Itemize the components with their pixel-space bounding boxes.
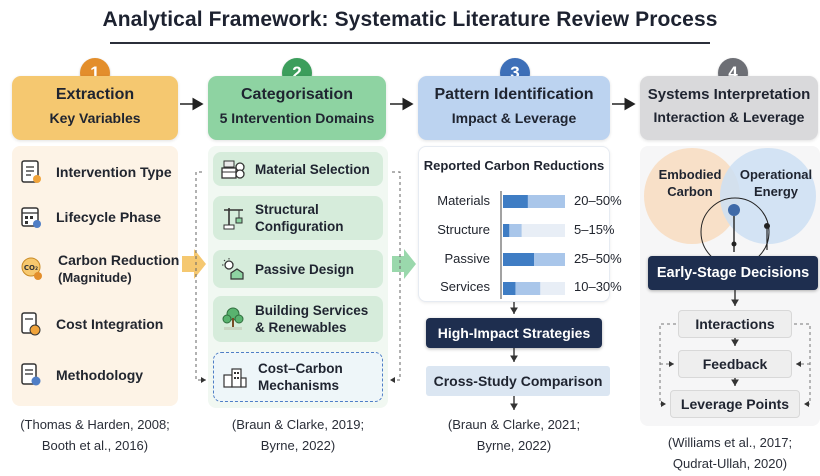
early-stage-decisions: Early-Stage Decisions <box>648 256 818 290</box>
method-document-icon <box>21 363 41 386</box>
variable-label: Cost Integration <box>56 315 164 332</box>
domain-passive-design: Passive Design <box>213 250 383 288</box>
buildings-icon <box>223 368 247 388</box>
variable-label-main: Carbon Reduction <box>58 252 180 268</box>
stage-1-citation: (Thomas & Harden, 2008; Booth et al., 20… <box>12 414 178 456</box>
variable-label-sub: (Magnitude) <box>58 270 132 285</box>
stage-3-title: Pattern Identification <box>434 86 594 103</box>
cross-study-comparison: Cross-Study Comparison <box>426 366 610 396</box>
range-label: 10–30% <box>574 279 622 294</box>
citation-line: Qudrat-Ullah, 2020) <box>672 456 788 471</box>
venn-label-line: Carbon <box>667 184 713 199</box>
high-impact-strategies: High-Impact Strategies <box>426 318 602 348</box>
dashed-loop-left <box>195 171 206 383</box>
domain-label-sub: Configuration <box>255 219 344 234</box>
dashed-loop-right <box>390 171 401 383</box>
materials-icon <box>221 160 245 179</box>
tree-icon <box>222 307 244 330</box>
domain-label: Material Selection <box>255 161 370 177</box>
category-label: Services <box>440 279 490 294</box>
category-label: Materials <box>437 193 490 208</box>
stage-4-subtitle: Interaction & Leverage <box>653 109 805 125</box>
citation-line: Byrne, 2022) <box>476 438 552 453</box>
cost-document-icon <box>21 312 41 336</box>
variable-label: Carbon Reduction (Magnitude) <box>58 252 179 286</box>
crane-icon <box>223 208 243 230</box>
co2-icon: CO₂ <box>21 257 42 280</box>
checklist-icon <box>21 160 41 183</box>
variable-lifecycle-phase: Lifecycle Phase <box>20 205 161 229</box>
step-leverage-points: Leverage Points <box>670 390 800 418</box>
stage-4-header: Systems Interpretation Interaction & Lev… <box>640 76 818 140</box>
stage-2-header: Categorisation 5 Intervention Domains <box>208 76 386 140</box>
stage-4-title: Systems Interpretation <box>647 86 811 103</box>
citation-line: (Braun & Clarke, 2019; <box>231 417 365 432</box>
range-label: 20–50% <box>574 193 622 208</box>
citation-line: (Braun & Clarke, 2021; <box>447 417 581 432</box>
stage-2-citation: (Braun & Clarke, 2019; Byrne, 2022) <box>208 414 388 456</box>
variable-intervention-type: Intervention Type <box>20 160 172 184</box>
stage-3-header: Pattern Identification Impact & Leverage <box>418 76 610 140</box>
variable-carbon-reduction: CO₂ Carbon Reduction (Magnitude) <box>20 252 179 286</box>
category-label: Structure <box>437 222 490 237</box>
variable-label: Intervention Type <box>56 163 172 180</box>
domain-label-main: Building Services <box>255 303 369 318</box>
sun-house-icon <box>222 258 244 280</box>
step-interactions: Interactions <box>678 310 792 338</box>
stage-2-subtitle: 5 Intervention Domains <box>219 110 375 126</box>
flow-arrow-green <box>392 249 416 279</box>
flow-arrow-orange <box>182 249 206 279</box>
stage-1-subtitle: Key Variables <box>49 110 141 126</box>
domain-label-sub: Mechanisms <box>258 378 340 393</box>
category-label: Passive <box>444 251 490 266</box>
stage-3-citation: (Braun & Clarke, 2021; Byrne, 2022) <box>418 414 610 456</box>
venn-label-operational: Operational Energy <box>734 166 818 200</box>
venn-label-line: Embodied <box>658 167 722 182</box>
domain-label-main: Cost–Carbon <box>258 361 343 376</box>
chart-title: Reported Carbon Reductions <box>423 158 605 173</box>
step-feedback: Feedback <box>678 350 792 378</box>
variable-methodology: Methodology <box>20 363 143 387</box>
venn-label-line: Energy <box>753 184 799 199</box>
citation-line: (Thomas & Harden, 2008; <box>20 417 170 432</box>
variable-cost-integration: Cost Integration <box>20 312 163 336</box>
stage-4-citation: (Williams et al., 2017; Qudrat-Ullah, 20… <box>640 432 820 474</box>
domain-material-selection: Material Selection <box>213 152 383 186</box>
citation-line: Byrne, 2022) <box>260 438 336 453</box>
stage-2-title: Categorisation <box>240 86 353 103</box>
range-label: 5–15% <box>574 222 615 237</box>
citation-line: Booth et al., 2016) <box>41 438 149 453</box>
domain-building-services: Building Services & Renewables <box>213 296 383 342</box>
venn-label-embodied: Embodied Carbon <box>650 166 730 200</box>
page-title: Analytical Framework: Systematic Literat… <box>102 8 718 31</box>
domain-label: Building Services & Renewables <box>255 302 368 336</box>
domain-label-sub: & Renewables <box>255 320 347 335</box>
domain-label: Passive Design <box>255 261 355 277</box>
variable-label: Methodology <box>56 366 144 383</box>
range-label: 25–50% <box>574 251 622 266</box>
calendar-cycle-icon <box>21 207 41 228</box>
stage-3-subtitle: Impact & Leverage <box>451 110 577 126</box>
variable-label: Lifecycle Phase <box>56 208 162 225</box>
stage-1-header: Extraction Key Variables <box>12 76 178 140</box>
venn-label-line: Operational <box>739 167 813 182</box>
stage-1-title: Extraction <box>55 86 135 103</box>
svg-text:CO₂: CO₂ <box>24 264 38 272</box>
domain-label-main: Structural <box>255 202 319 217</box>
citation-line: (Williams et al., 2017; <box>667 435 793 450</box>
title-divider <box>110 42 710 44</box>
